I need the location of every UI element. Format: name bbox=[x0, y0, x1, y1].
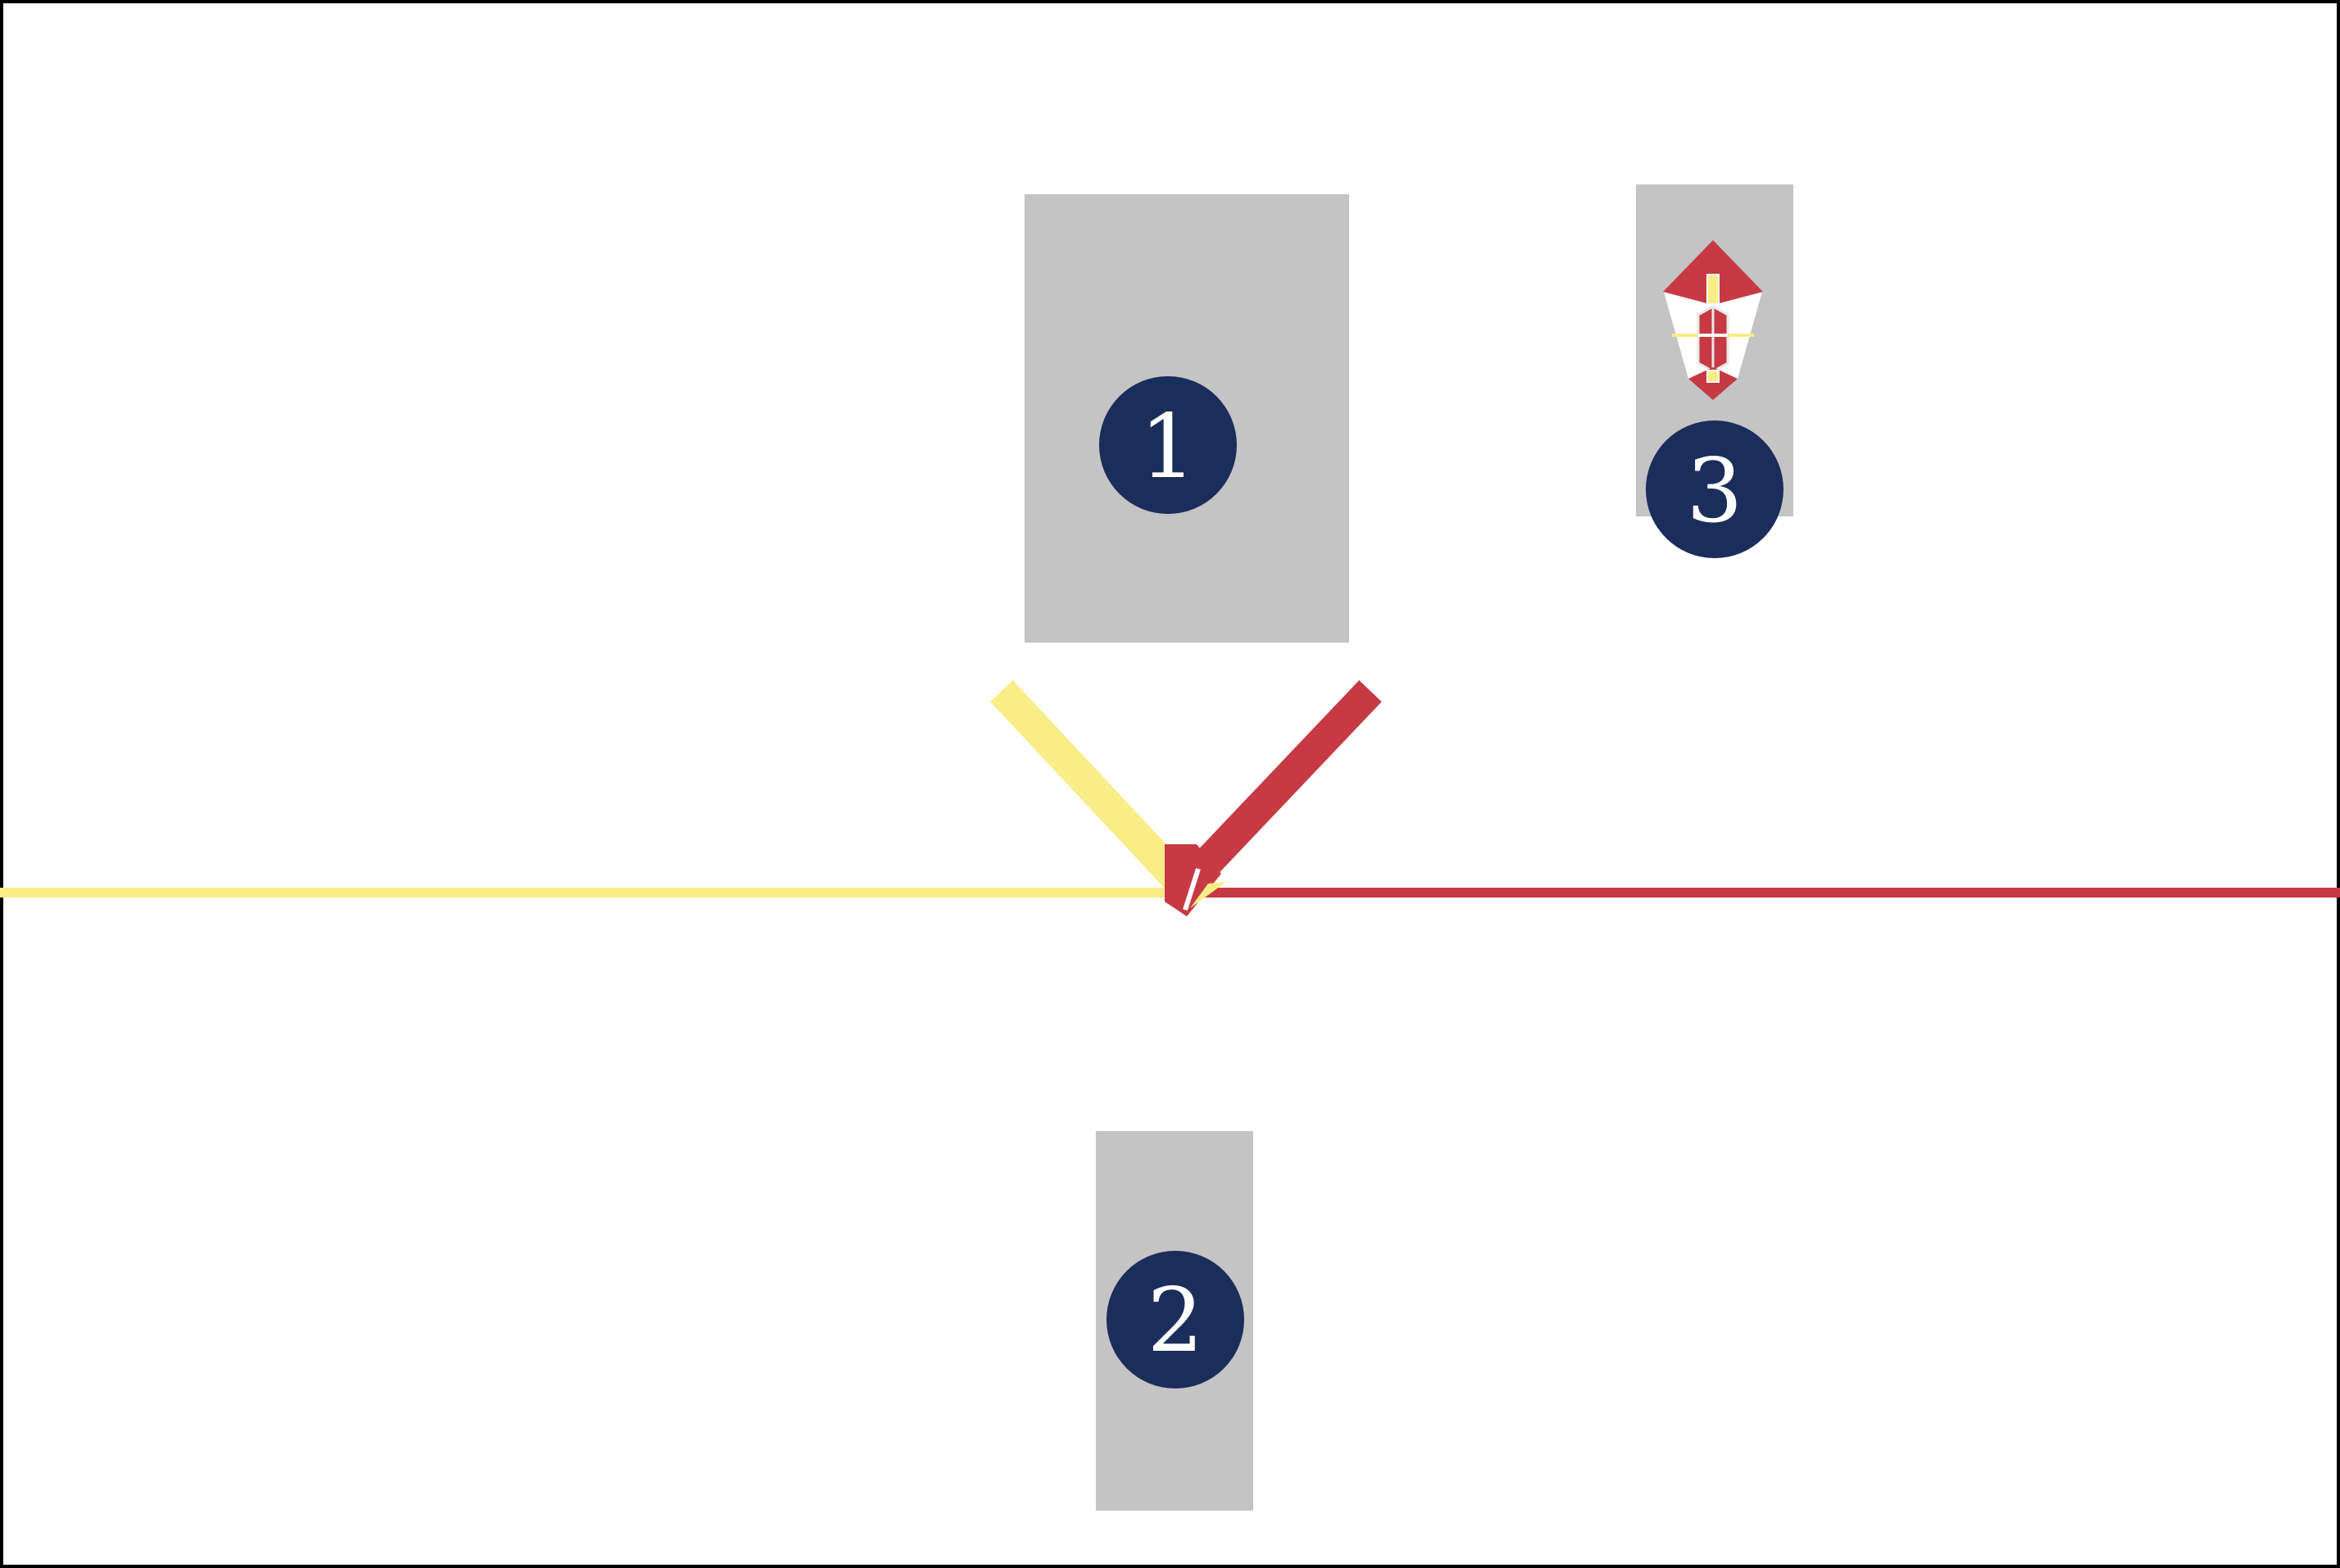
ray-junction-yellow-tip bbox=[1190, 882, 1226, 908]
marker-2-circle bbox=[1106, 1251, 1244, 1388]
marker-3[interactable]: 3 bbox=[1646, 420, 1783, 558]
marker-2[interactable]: 2 bbox=[1106, 1251, 1244, 1388]
marker-3-circle bbox=[1646, 420, 1783, 558]
ray-junction-white-edge bbox=[1183, 868, 1201, 911]
marker-1-circle bbox=[1099, 376, 1237, 514]
marker-1-label: 1 bbox=[1140, 396, 1197, 498]
marker-2-label: 2 bbox=[1147, 1270, 1204, 1372]
refraction-diagram-thumbnail-icon bbox=[1663, 240, 1763, 400]
reflected-ray-red bbox=[1188, 679, 1382, 882]
marker-1[interactable]: 1 bbox=[1099, 376, 1237, 514]
marker-3-label: 3 bbox=[1687, 440, 1743, 543]
incident-ray-yellow bbox=[990, 680, 1188, 889]
